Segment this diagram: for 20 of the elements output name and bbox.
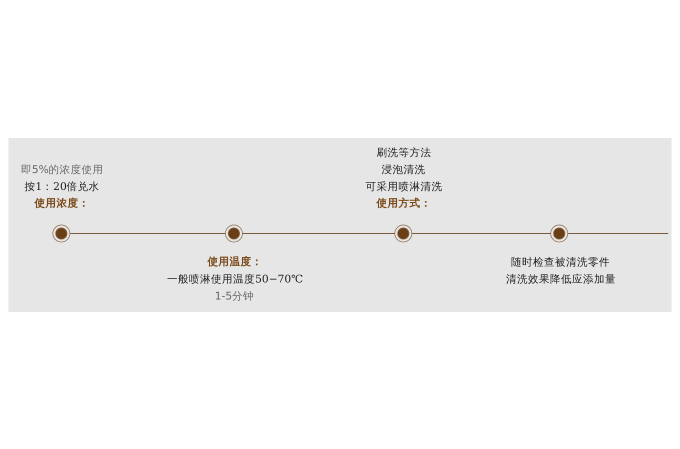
node-label: 浸泡清洗 [382, 162, 426, 176]
node-circle [52, 224, 70, 242]
node-label: 1-5分钟 [214, 289, 254, 302]
node-label: 使用温度： [207, 254, 262, 268]
node-label: 按1：20倍兑水 [24, 180, 100, 193]
node-label: 可采用喷淋清洗 [366, 180, 443, 193]
node-circle [550, 224, 568, 242]
connector [411, 232, 552, 234]
node-label: 即5%的浓度使用 [20, 162, 104, 176]
node-circle [225, 224, 243, 242]
connector [70, 232, 226, 234]
connector [568, 232, 669, 234]
node-label: 随时检查被清洗零件 [511, 254, 610, 268]
node-label: 刷洗等方法 [376, 146, 432, 159]
node-label: 使用方式： [376, 196, 432, 210]
node-circle [394, 224, 412, 242]
connector [242, 232, 396, 234]
node-label: 一般喷淋使用温度50−70℃ [167, 272, 304, 286]
node-label: 清洗效果降低应添加量 [506, 272, 616, 286]
node-label: 使用浓度： [34, 196, 90, 210]
